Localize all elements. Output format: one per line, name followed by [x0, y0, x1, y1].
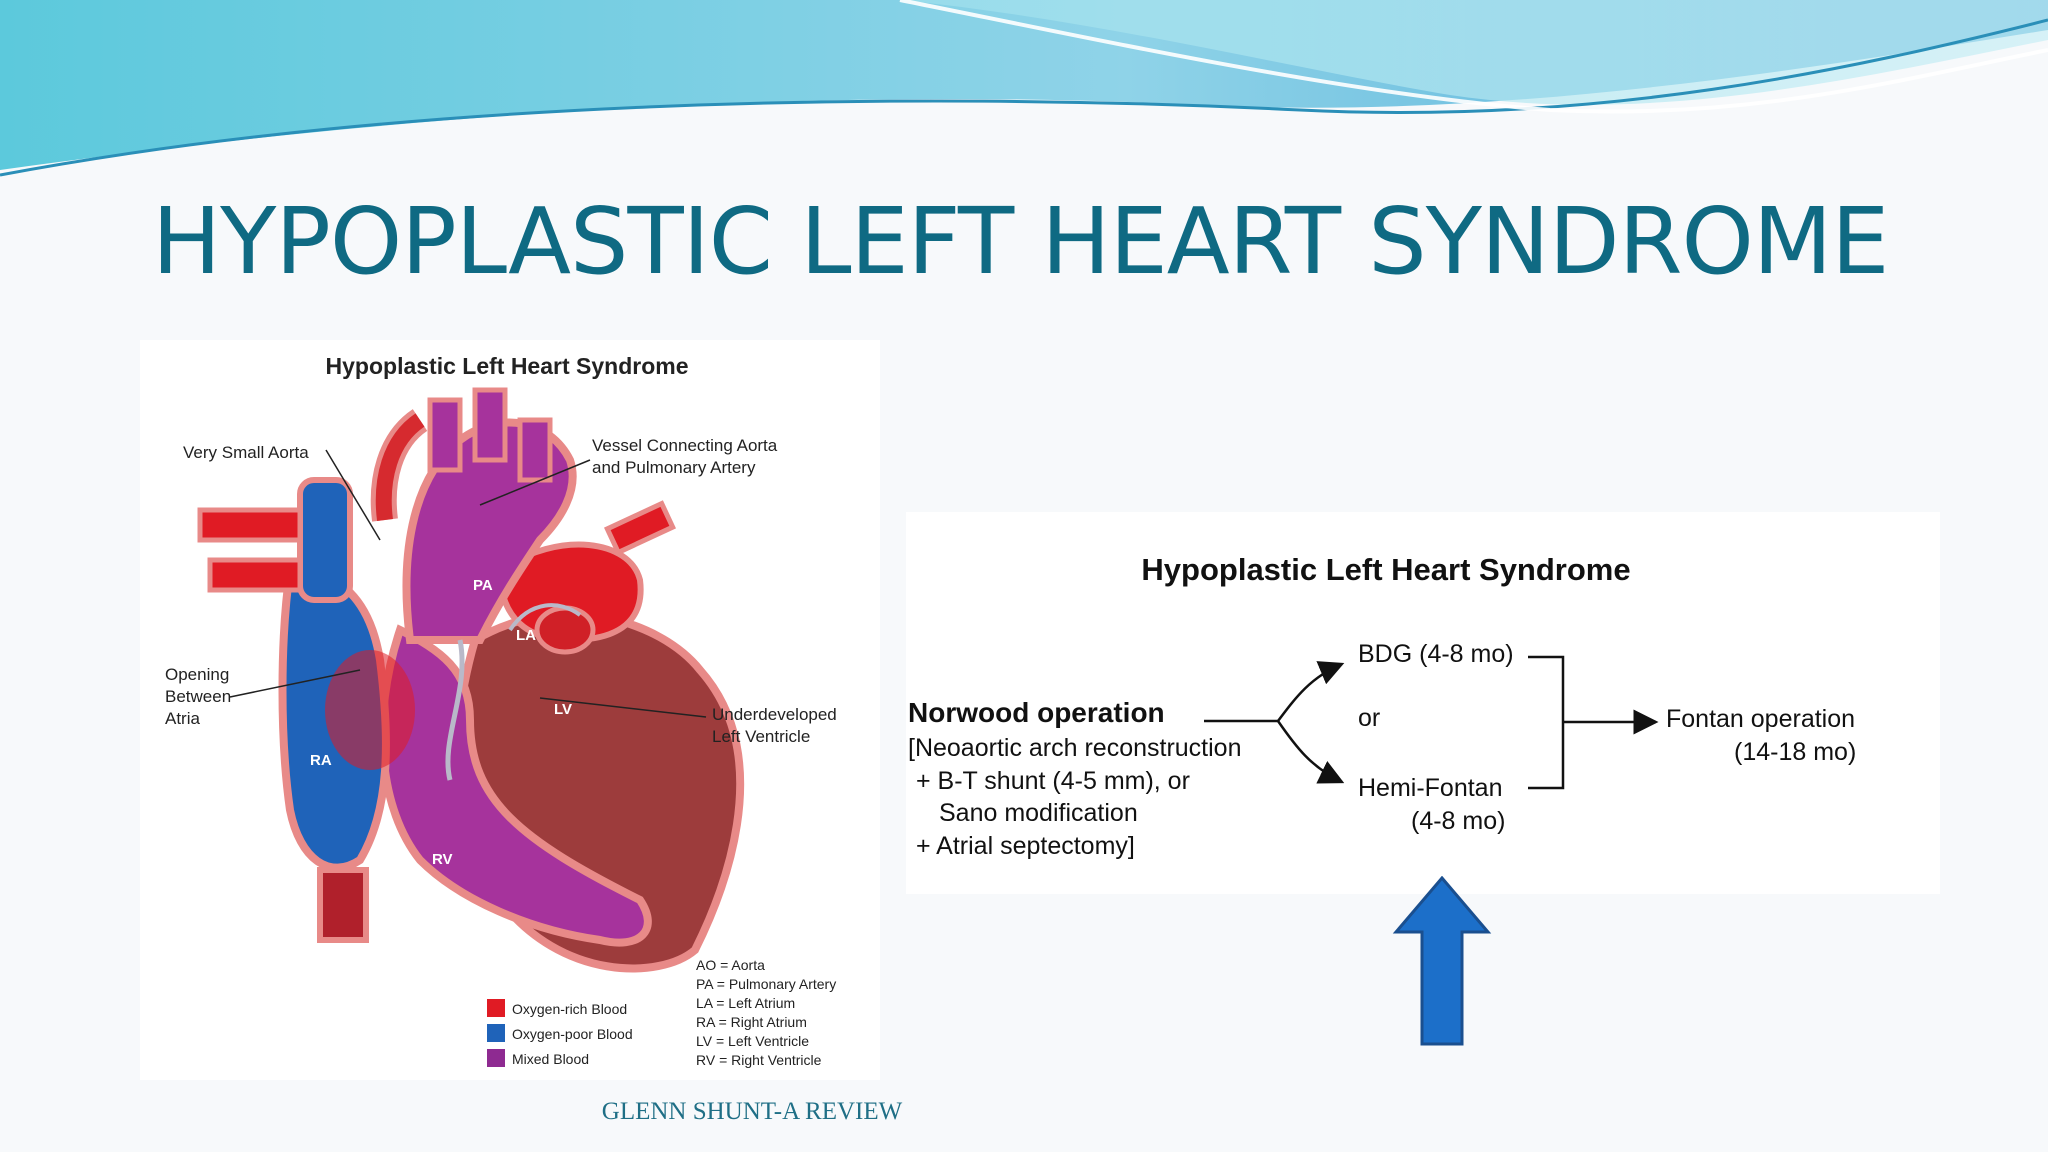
callout-opening-line1: Opening	[165, 665, 229, 684]
legend-swatch-oxygen-poor	[487, 1024, 505, 1042]
abbrev-la: LA = Left Atrium	[696, 995, 795, 1011]
heart-diagram-panel: Hypoplastic Left Heart Syndrome	[140, 340, 880, 1080]
legend-swatch-oxygen-rich	[487, 999, 505, 1017]
callout-lv-line1: Underdeveloped	[712, 705, 837, 724]
bracket-to-fontan	[1528, 655, 1565, 790]
abbrev-lv: LV = Left Ventricle	[696, 1033, 809, 1049]
callout-opening-line3: Atria	[165, 709, 201, 728]
hemi-fontan-line1: Hemi-Fontan	[1358, 774, 1503, 802]
callout-opening-line2: Between	[165, 687, 231, 706]
label-ra: RA	[310, 752, 332, 769]
label-lv: LV	[554, 701, 572, 718]
legend-swatch-mixed	[487, 1049, 505, 1067]
label-la: LA	[516, 627, 536, 644]
norwood-line2: + B-T shunt (4-5 mm), or	[916, 767, 1190, 795]
legend-label-mixed: Mixed Blood	[512, 1051, 589, 1067]
fontan-line1: Fontan operation	[1666, 705, 1855, 733]
or-label: or	[1358, 704, 1380, 732]
arrow-to-hemi-fontan	[1276, 720, 1345, 784]
surgical-flowchart: Hypoplastic Left Heart Syndrome Norwood …	[908, 552, 1856, 860]
norwood-heading: Norwood operation	[908, 697, 1165, 728]
header-wave-decoration	[0, 0, 2048, 177]
abbrev-rv: RV = Right Ventricle	[696, 1052, 822, 1068]
heart-illustration: Hypoplastic Left Heart Syndrome	[165, 353, 837, 1068]
callout-small-aorta: Very Small Aorta	[183, 443, 309, 462]
norwood-line4: + Atrial septectomy]	[916, 832, 1135, 860]
callout-vessel-line1: Vessel Connecting Aorta	[592, 436, 778, 455]
norwood-line1: [Neoaortic arch reconstruction	[908, 734, 1241, 762]
callout-vessel-line2: and Pulmonary Artery	[592, 458, 756, 477]
legend-label-oxygen-rich: Oxygen-rich Blood	[512, 1001, 627, 1017]
heart-figure-title: Hypoplastic Left Heart Syndrome	[326, 353, 689, 379]
slide-title: HYPOPLASTIC LEFT HEART SYNDROME	[152, 188, 1889, 295]
legend-label-oxygen-poor: Oxygen-poor Blood	[512, 1026, 633, 1042]
fontan-line2: (14-18 mo)	[1734, 738, 1856, 766]
abbrev-ra: RA = Right Atrium	[696, 1014, 807, 1030]
label-ao: AO	[368, 567, 391, 584]
flowchart-title: Hypoplastic Left Heart Syndrome	[1141, 552, 1630, 587]
slide-footer: GLENN SHUNT-A REVIEW	[601, 1098, 903, 1125]
label-rv: RV	[432, 851, 453, 868]
norwood-line3: Sano modification	[939, 799, 1138, 827]
arrow-to-bdg	[1277, 661, 1345, 722]
label-pa: PA	[473, 577, 493, 594]
callout-lv-line2: Left Ventricle	[712, 727, 810, 746]
abbrev-pa: PA = Pulmonary Artery	[696, 976, 836, 992]
bdg-label: BDG (4-8 mo)	[1358, 640, 1514, 668]
abbrev-ao: AO = Aorta	[696, 957, 765, 973]
up-arrow-icon	[1392, 876, 1492, 1046]
hemi-fontan-line2: (4-8 mo)	[1411, 807, 1505, 835]
surgical-flowchart-panel: Hypoplastic Left Heart Syndrome Norwood …	[906, 512, 1940, 894]
